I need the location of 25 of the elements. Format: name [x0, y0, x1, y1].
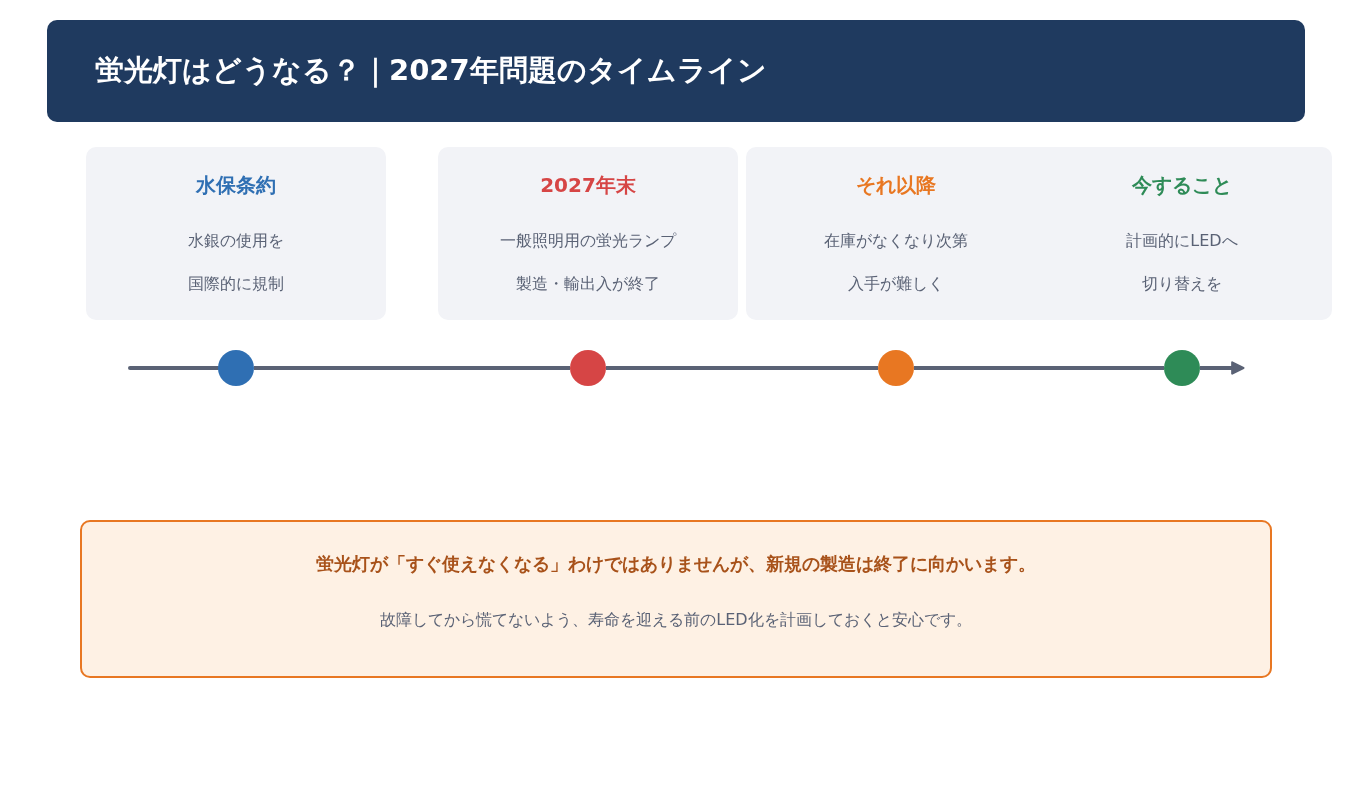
- card-heading: 今すること: [1132, 172, 1232, 198]
- timeline-dot: [878, 350, 914, 386]
- card-text: 国際的に規制: [188, 273, 284, 295]
- card-heading: 2027年末: [540, 172, 636, 198]
- note-heading: 蛍光灯が「すぐ使えなくなる」わけではありませんが、新規の製造は終了に向かいます。: [316, 552, 1036, 576]
- timeline-dot: [218, 350, 254, 386]
- card-text: 一般照明用の蛍光ランプ: [500, 230, 676, 252]
- timeline-line: [128, 366, 220, 370]
- card-heading: それ以降: [856, 172, 936, 198]
- timeline-line: [914, 366, 1164, 370]
- card-text: 製造・輸出入が終了: [516, 273, 660, 295]
- note-box: [80, 520, 1272, 678]
- timeline-line: [254, 366, 570, 370]
- card-text: 水銀の使用を: [188, 230, 284, 252]
- card-text: 切り替えを: [1142, 273, 1222, 295]
- timeline-dot: [570, 350, 606, 386]
- note-text: 故障してから慌てないよう、寿命を迎える前のLED化を計画しておくと安心です。: [380, 609, 972, 631]
- card-text: 計画的にLEDへ: [1126, 230, 1238, 252]
- card-text: 入手が難しく: [848, 273, 944, 295]
- timeline-arrow: [1200, 361, 1245, 375]
- card-heading: 水保条約: [196, 172, 276, 198]
- card-text: 在庫がなくなり次第: [824, 230, 968, 252]
- title-text: 蛍光灯はどうなる？｜2027年問題のタイムライン: [95, 52, 767, 90]
- timeline-dot: [1164, 350, 1200, 386]
- timeline-line: [606, 366, 878, 370]
